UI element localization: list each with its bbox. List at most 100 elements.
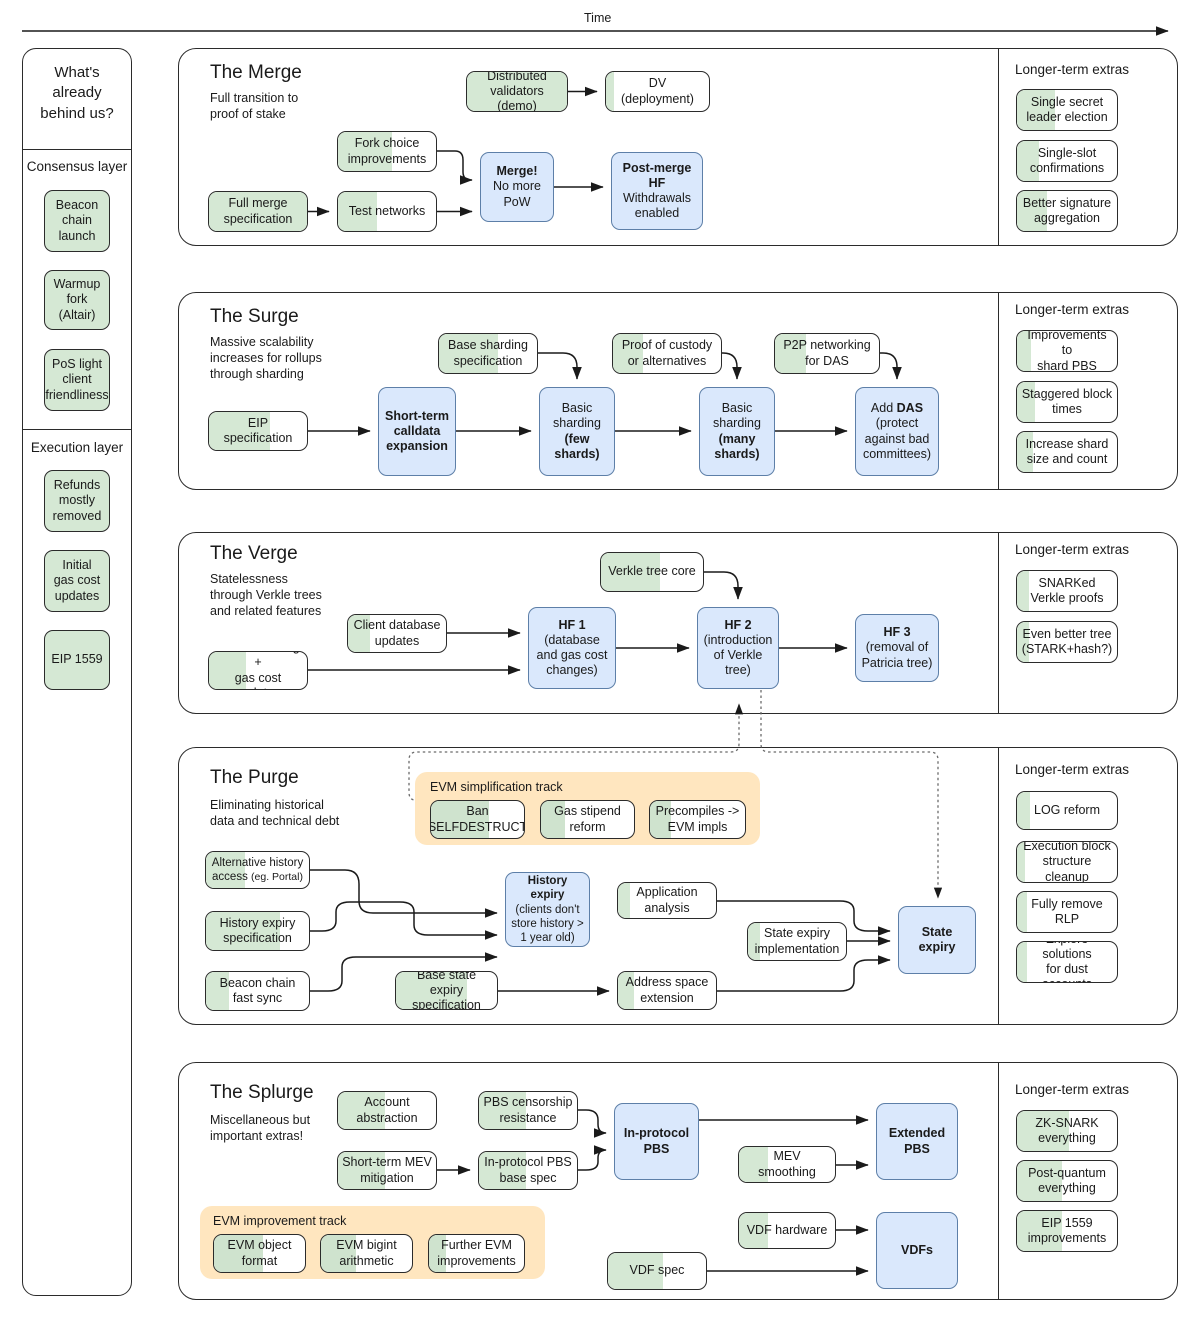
node-test-networks[interactable]: Test networks	[337, 191, 437, 232]
time-axis-label: Time	[584, 11, 612, 25]
node-label: Verkle tree core	[608, 564, 696, 579]
node-mev-smoothing[interactable]: MEV smoothing	[738, 1146, 836, 1183]
evm-improvement-track-label: EVM improvement track	[213, 1214, 347, 1228]
node-vdfs[interactable]: VDFs	[876, 1212, 958, 1289]
node-state-expiry[interactable]: State expiry	[898, 906, 976, 974]
node-label: DV(deployment)	[621, 76, 694, 106]
node-code-chunking-gas-cost-updates[interactable]: Code chunking +gas cost updates	[208, 651, 308, 690]
node-label: Test networks	[348, 203, 426, 218]
extra-log-reform[interactable]: LOG reform	[1016, 791, 1118, 830]
section-title-purge: The Purge	[210, 767, 299, 788]
node-vdf-hardware[interactable]: VDF hardware	[738, 1212, 836, 1249]
node-label: VDF hardware	[746, 1222, 828, 1237]
extras-divider-surge	[998, 293, 1000, 489]
node-precompiles-to-evm-impls[interactable]: Precompiles ->EVM impls	[649, 800, 746, 839]
extra-even-better-tree[interactable]: Even better tree(STARK+hash?)	[1016, 621, 1118, 663]
node-dv-deployment[interactable]: DV(deployment)	[605, 71, 710, 112]
sidebar-item-warmup-fork-altair[interactable]: Warmup fork(Altair)	[44, 270, 110, 330]
section-title-merge: The Merge	[210, 62, 302, 83]
node-verkle-tree-core[interactable]: Verkle tree core	[600, 552, 704, 592]
extras-heading-verge: Longer-term extras	[1015, 542, 1130, 557]
node-vdf-spec[interactable]: VDF spec	[607, 1252, 707, 1290]
section-title-surge: The Surge	[210, 306, 299, 327]
node-label: MEV smoothing	[758, 1149, 816, 1179]
extra-label: LOG reform	[1034, 802, 1100, 817]
node-label: Code chunking +gas cost updates	[216, 652, 299, 689]
sidebar-item-eip-1559[interactable]: EIP 1559	[44, 630, 110, 690]
extras-heading-splurge: Longer-term extras	[1015, 1082, 1130, 1097]
sidebar-group-label-execution: Execution layer	[30, 440, 124, 455]
